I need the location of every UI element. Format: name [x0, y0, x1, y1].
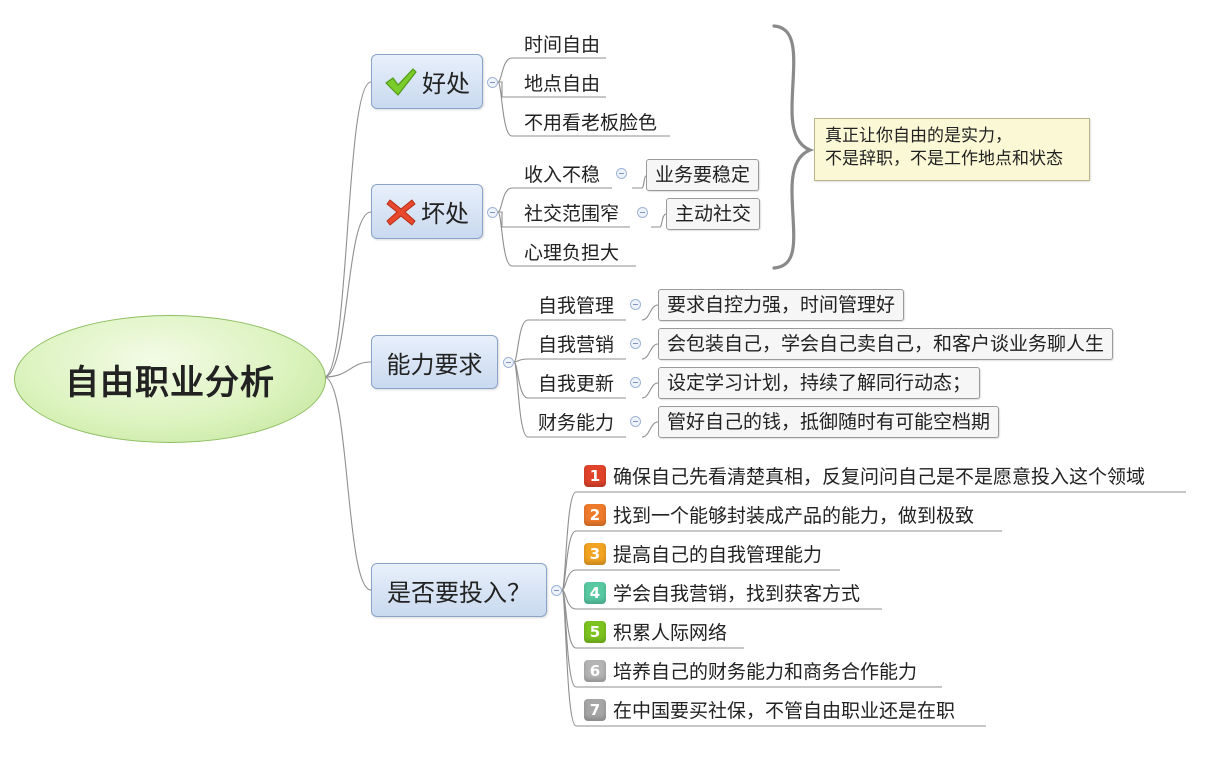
ability-detail[interactable]: 会包装自己，学会自己卖自己，和客户谈业务聊人生: [658, 328, 1114, 360]
invest-step-text: 学会自我营销，找到获客方式: [613, 583, 861, 605]
topic-invest[interactable]: 是否要投入？: [371, 563, 547, 617]
ability-item[interactable]: 自我更新: [538, 373, 615, 395]
invest-step[interactable]: 3 提高自己的自我管理能力: [584, 540, 822, 567]
priority-badge: 2: [584, 503, 606, 526]
summary-note-line: 不是辞职，不是工作地点和状态: [825, 149, 1063, 169]
collapse-toggle[interactable]: [503, 357, 514, 368]
priority-badge: 1: [584, 464, 606, 487]
collapse-toggle[interactable]: [616, 168, 627, 179]
benefit-item[interactable]: 地点自由: [524, 73, 601, 95]
priority-badge: 6: [584, 659, 606, 682]
collapse-toggle[interactable]: [551, 585, 562, 596]
priority-badge: 4: [584, 581, 606, 604]
drawback-item[interactable]: 社交范围窄: [524, 203, 620, 225]
collapse-toggle[interactable]: [630, 299, 641, 310]
topic-drawbacks-label: 坏处: [421, 200, 469, 228]
invest-step[interactable]: 6 培养自己的财务能力和商务合作能力: [584, 657, 917, 684]
collapse-toggle[interactable]: [630, 377, 641, 388]
invest-step-text: 积累人际网络: [613, 622, 728, 644]
topic-drawbacks[interactable]: 坏处: [371, 184, 483, 239]
benefit-item[interactable]: 时间自由: [524, 34, 601, 56]
topic-invest-label: 是否要投入？: [387, 578, 531, 607]
topic-benefits[interactable]: 好处: [371, 54, 483, 109]
collapse-toggle[interactable]: [487, 207, 498, 218]
drawback-detail[interactable]: 主动社交: [666, 198, 761, 230]
ability-detail[interactable]: 设定学习计划，持续了解同行动态；: [658, 367, 981, 399]
invest-step-text: 提高自己的自我管理能力: [613, 544, 823, 566]
priority-badge: 5: [584, 620, 606, 643]
ability-detail[interactable]: 管好自己的钱，抵御随时有可能空档期: [658, 406, 1000, 438]
ability-item[interactable]: 自我营销: [538, 334, 615, 356]
priority-badge: 3: [584, 542, 606, 565]
topic-abilities[interactable]: 能力要求: [371, 335, 498, 389]
ability-detail[interactable]: 要求自控力强，时间管理好: [658, 289, 905, 321]
invest-step[interactable]: 1 确保自己先看清楚真相，反复问问自己是不是愿意投入这个领域: [584, 462, 1145, 489]
drawback-item[interactable]: 心理负担大: [524, 242, 620, 264]
cross-icon: [385, 197, 417, 227]
benefit-item[interactable]: 不用看老板脸色: [524, 112, 658, 134]
collapse-toggle[interactable]: [487, 77, 498, 88]
collapse-toggle[interactable]: [630, 338, 641, 349]
check-icon: [384, 67, 418, 97]
ability-item[interactable]: 自我管理: [538, 295, 615, 317]
invest-step[interactable]: 7 在中国要买社保，不管自由职业还是在职: [584, 696, 955, 723]
drawback-detail[interactable]: 业务要稳定: [646, 159, 760, 191]
summary-note-line: 真正让你自由的是实力，: [825, 126, 1012, 146]
invest-step[interactable]: 5 积累人际网络: [584, 618, 727, 645]
summary-brace: [772, 24, 815, 270]
invest-step-text: 找到一个能够封装成产品的能力，做到极致: [613, 505, 975, 527]
invest-step[interactable]: 4 学会自我营销，找到获客方式: [584, 579, 860, 606]
invest-step-text: 培养自己的财务能力和商务合作能力: [613, 661, 918, 683]
topic-abilities-label: 能力要求: [386, 350, 483, 379]
collapse-toggle[interactable]: [630, 416, 641, 427]
invest-step-text: 在中国要买社保，不管自由职业还是在职: [613, 700, 956, 722]
topic-benefits-label: 好处: [422, 70, 470, 98]
invest-step[interactable]: 2 找到一个能够封装成产品的能力，做到极致: [584, 501, 974, 528]
invest-step-text: 确保自己先看清楚真相，反复问问自己是不是愿意投入这个领域: [613, 466, 1146, 488]
priority-badge: 7: [584, 698, 606, 721]
ability-item[interactable]: 财务能力: [538, 412, 615, 434]
drawback-item[interactable]: 收入不稳: [524, 164, 601, 186]
central-topic[interactable]: 自由职业分析: [14, 315, 326, 443]
summary-note[interactable]: 真正让你自由的是实力， 不是辞职，不是工作地点和状态: [814, 118, 1090, 181]
collapse-toggle[interactable]: [637, 207, 648, 218]
